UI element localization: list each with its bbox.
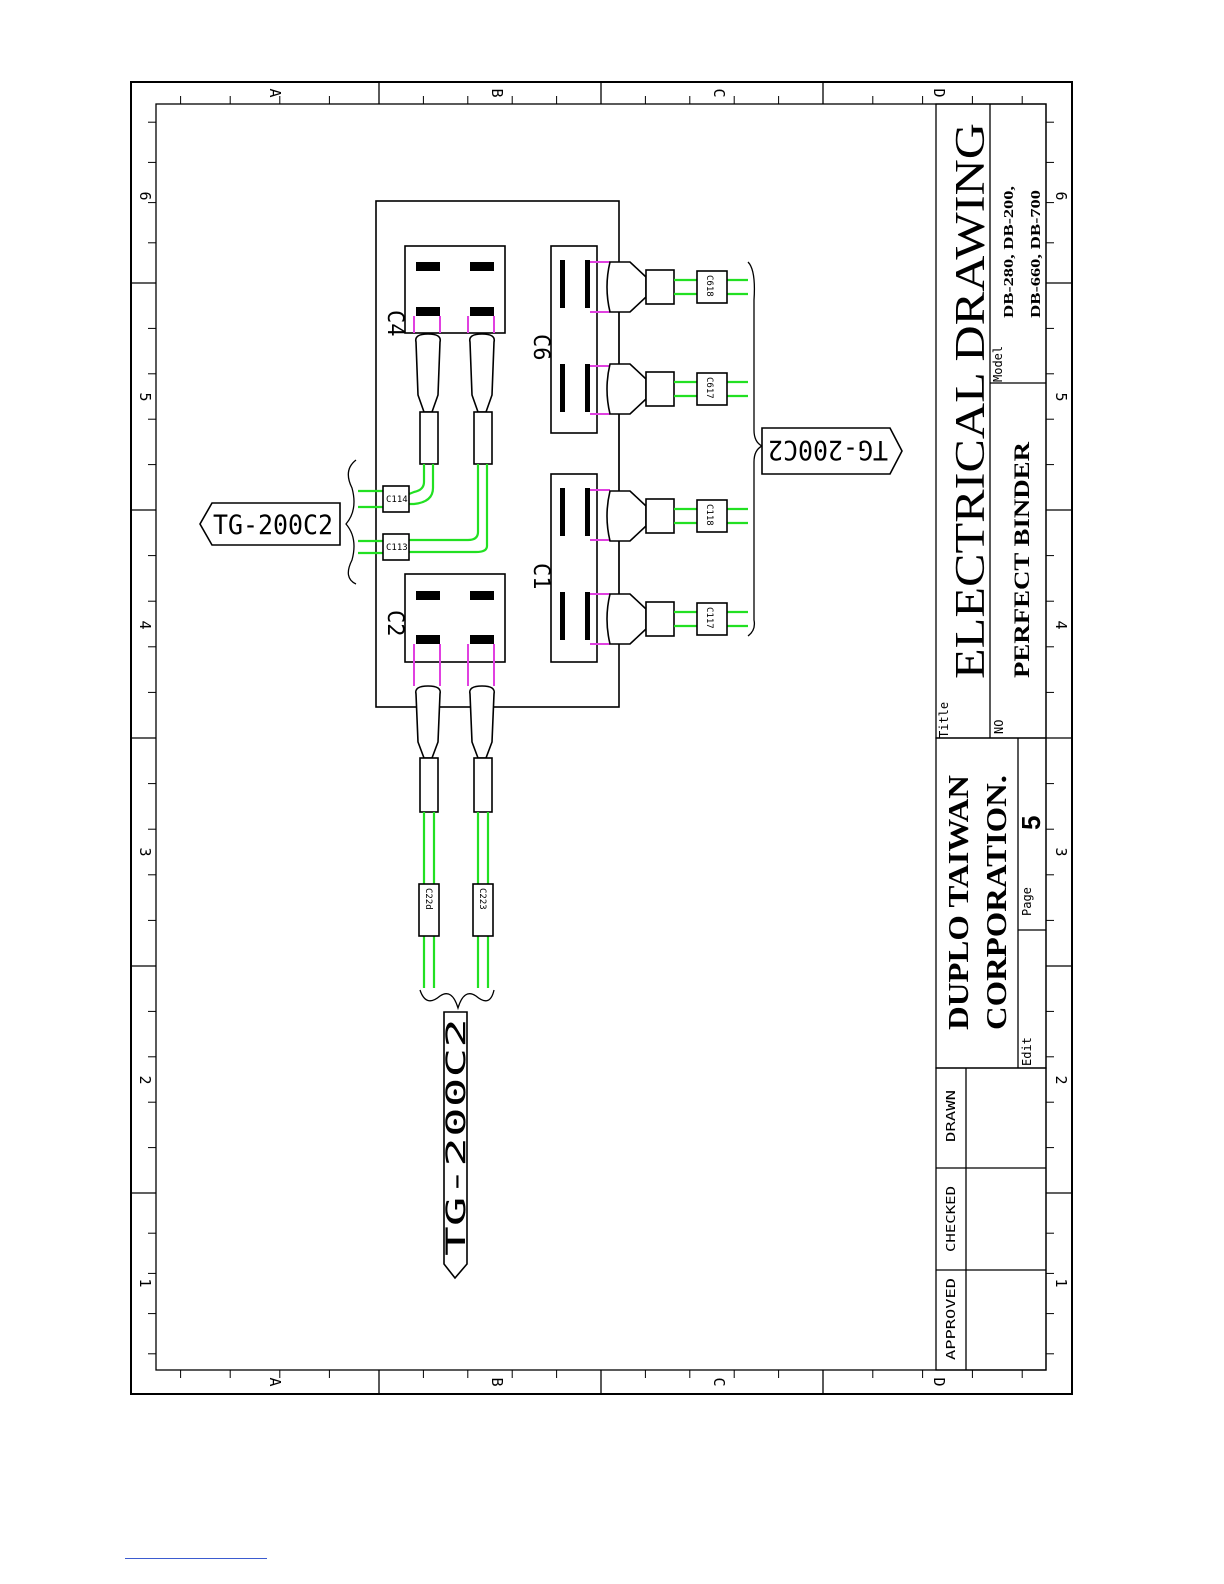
zone-number-right-5: 5 (1052, 392, 1070, 401)
zone-letter-top-d: D (930, 88, 948, 97)
terminal-c117-label: C117 (704, 607, 714, 629)
connector-c6-label: C6 (528, 334, 553, 361)
terminal-c113-label: C113 (386, 543, 408, 553)
approved-label: APPROVED (944, 1278, 958, 1360)
drawing-subtitle: PERFECT BINDER (1009, 441, 1034, 678)
zone-number-right-1: 1 (1052, 1278, 1070, 1287)
zone-number-left-6: 6 (136, 191, 154, 200)
page-label: Page (1020, 887, 1034, 916)
model-line-2: DB-660, DB-700 (1029, 190, 1044, 318)
zone-number-right-6: 6 (1052, 191, 1070, 200)
terminal-c618-label: C618 (704, 275, 714, 297)
checked-label: CHECKED (944, 1186, 958, 1252)
terminal-c118-label: C118 (704, 504, 714, 526)
drawn-label: DRAWN (944, 1090, 958, 1142)
zone-number-left-3: 3 (136, 847, 154, 856)
connector-c1-label: C1 (528, 563, 553, 590)
zone-number-left-1: 1 (136, 1278, 154, 1287)
terminal-c22d-label: C22d (423, 888, 433, 910)
left-cable-label: TG-200C2 (213, 510, 333, 541)
zone-letter-bottom-b: B (488, 1377, 506, 1386)
zone-letter-top-c: C (710, 88, 728, 97)
bottom-cable-label: TG-200C2 (441, 1018, 472, 1256)
title-label: Title (937, 702, 951, 738)
company-name-line-2: CORPORATION. (982, 775, 1013, 1030)
company-name-line-1: DUPLO TAIWAN (944, 775, 975, 1030)
model-line-1: DB-280, DB-200, (1002, 186, 1017, 318)
connector-c4-label: C4 (382, 310, 407, 337)
zone-number-right-2: 2 (1052, 1075, 1070, 1084)
zone-letter-top-a: A (266, 88, 284, 97)
c2-plug-wires (416, 686, 495, 988)
right-cable-label: TG-200C2 (768, 434, 888, 465)
zone-number-left-2: 2 (136, 1075, 154, 1084)
bottom-cable-brace (420, 990, 494, 1008)
model-label: Model (991, 346, 1005, 382)
right-plug-wires (607, 262, 748, 644)
connector-c2-label: C2 (382, 610, 407, 637)
terminal-c114-label: C114 (386, 495, 408, 505)
zone-number-right-3: 3 (1052, 847, 1070, 856)
terminal-c223-label: C223 (477, 888, 487, 910)
right-cable-brace (748, 262, 762, 636)
zone-letter-top-b: B (488, 88, 506, 97)
edit-label: Edit (1020, 1037, 1034, 1066)
zone-letter-bottom-a: A (266, 1377, 284, 1386)
drawing-title: ELECTRICAL DRAWING (948, 123, 994, 679)
terminal-c617-label: C617 (704, 377, 714, 399)
zone-number-right-4: 4 (1052, 620, 1070, 629)
no-label: NO (992, 720, 1006, 734)
footer-link-underline[interactable] (125, 1558, 267, 1559)
zone-letter-bottom-c: C (710, 1377, 728, 1386)
zone-number-left-4: 4 (136, 620, 154, 629)
zone-letter-bottom-d: D (930, 1377, 948, 1386)
zone-number-left-5: 5 (136, 392, 154, 401)
page-number: 5 (1016, 816, 1046, 830)
connector-c4 (405, 246, 505, 333)
left-cable-brace (346, 460, 356, 584)
